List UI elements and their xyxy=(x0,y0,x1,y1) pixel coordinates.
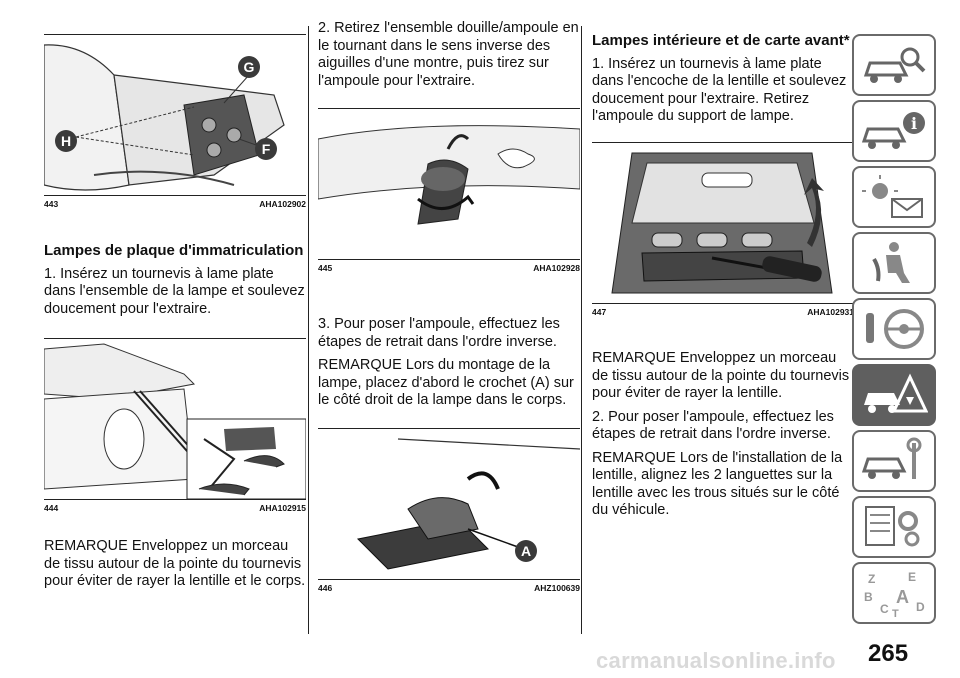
figure-number: 444 xyxy=(44,503,59,513)
page-number: 265 xyxy=(868,640,909,667)
interior-lamps-section: Lampes intérieure et de carte avant* 1. … xyxy=(592,32,854,132)
figure-caption: 443 AHA102902 xyxy=(44,196,306,209)
figure-number: 446 xyxy=(318,583,333,593)
license-plate-section: Lampes de plaque d'immatriculation 1. In… xyxy=(44,242,306,324)
column-2-step-2: 2. Retirez l'ensemble douille/ampoule en… xyxy=(318,20,580,96)
figure-447: 447 AHA102931 xyxy=(592,142,854,317)
tab-emergency[interactable] xyxy=(852,364,936,426)
figure-445: 445 AHA102928 xyxy=(318,108,580,273)
figure-444: 444 AHA102915 xyxy=(44,338,306,513)
figure-443: G H F 443 AHA102902 xyxy=(44,34,306,209)
airbag-seat-icon xyxy=(872,242,910,283)
tab-safety[interactable] xyxy=(852,232,936,294)
svg-text:i: i xyxy=(911,114,917,133)
figure-number: 443 xyxy=(44,199,59,209)
column-3-text: REMARQUE Enveloppez un morceau de tissu … xyxy=(592,350,854,526)
figure-code: AHZ100639 xyxy=(534,583,580,593)
tab-specifications[interactable] xyxy=(852,496,936,558)
remark-2: REMARQUE Lors de l'installation de la le… xyxy=(592,449,843,519)
warning-light-message-icon xyxy=(862,175,923,218)
interior-lamp-illustration xyxy=(611,152,833,294)
remark: REMARQUE Lors du montage de la lampe, pl… xyxy=(318,357,574,408)
hook-installation-illustration: A xyxy=(356,438,580,570)
callout-a: A xyxy=(521,543,531,559)
figure-code: AHA102928 xyxy=(533,263,580,273)
section-heading: Lampes intérieure et de carte avant* xyxy=(592,32,850,49)
socket-removal-illustration xyxy=(318,125,580,225)
step-1: 1. Insérez un tournevis à lame plate dan… xyxy=(44,265,305,317)
plate-lamp-removal-illustration xyxy=(44,343,306,499)
key-steering-wheel-icon xyxy=(866,309,924,349)
tab-starting-driving[interactable] xyxy=(852,298,936,360)
callout-f: F xyxy=(262,141,271,157)
column-2-text: 3. Pour poser l'ampoule, effectuez les é… xyxy=(318,316,580,416)
tab-warning-lights[interactable] xyxy=(852,166,936,228)
figure-code: AHA102931 xyxy=(807,307,854,317)
column-divider-1 xyxy=(308,26,309,634)
figure-code: AHA102902 xyxy=(259,199,306,209)
tab-car-info[interactable]: i xyxy=(852,100,936,162)
svg-text:Z: Z xyxy=(868,572,875,586)
section-heading: Lampes de plaque d'immatriculation xyxy=(44,242,304,259)
tab-maintenance[interactable] xyxy=(852,430,936,492)
watermark: carmanualsonline.info xyxy=(596,648,836,673)
remark-1: REMARQUE Enveloppez un morceau de tissu … xyxy=(592,350,850,401)
step-1: 1. Insérez un tournevis à lame plate dan… xyxy=(592,55,847,125)
step-2: 2. Pour poser l'ampoule, effectuez les é… xyxy=(592,408,834,443)
svg-text:E: E xyxy=(908,570,916,584)
car-wrench-icon xyxy=(861,437,922,479)
remark: REMARQUE Enveloppez un morceau de tissu … xyxy=(44,538,306,589)
car-info-icon: i xyxy=(861,112,925,149)
svg-text:T: T xyxy=(892,608,899,617)
tab-car-search[interactable] xyxy=(852,34,936,96)
callout-h: H xyxy=(61,133,71,149)
figure-caption: 445 AHA102928 xyxy=(318,260,580,273)
callout-g: G xyxy=(244,59,255,75)
figure-caption: 444 AHA102915 xyxy=(44,500,306,513)
column-divider-2 xyxy=(581,26,582,634)
figure-number: 447 xyxy=(592,307,607,317)
svg-text:D: D xyxy=(916,600,925,614)
figure-code: AHA102915 xyxy=(259,503,306,513)
figure-caption: 447 AHA102931 xyxy=(592,304,854,317)
svg-text:A: A xyxy=(896,587,909,607)
figure-446: A 446 AHZ100639 xyxy=(318,428,580,593)
car-breakdown-warning-icon xyxy=(864,373,928,413)
alphabet-index-icon: Z E B A C T D xyxy=(864,570,925,617)
step-3: 3. Pour poser l'ampoule, effectuez les é… xyxy=(318,316,560,350)
rear-lamp-illustration: G H F xyxy=(44,44,285,191)
svg-text:B: B xyxy=(864,590,873,604)
step-2: 2. Retirez l'ensemble douille/ampoule en… xyxy=(318,20,579,89)
figure-caption: 446 AHZ100639 xyxy=(318,580,580,593)
svg-text:C: C xyxy=(880,602,889,616)
tab-index[interactable]: Z E B A C T D xyxy=(852,562,936,624)
car-search-icon xyxy=(863,47,926,83)
figure-number: 445 xyxy=(318,263,333,273)
specifications-gears-icon xyxy=(865,506,920,547)
column-1-note: REMARQUE Enveloppez un morceau de tissu … xyxy=(44,538,306,597)
